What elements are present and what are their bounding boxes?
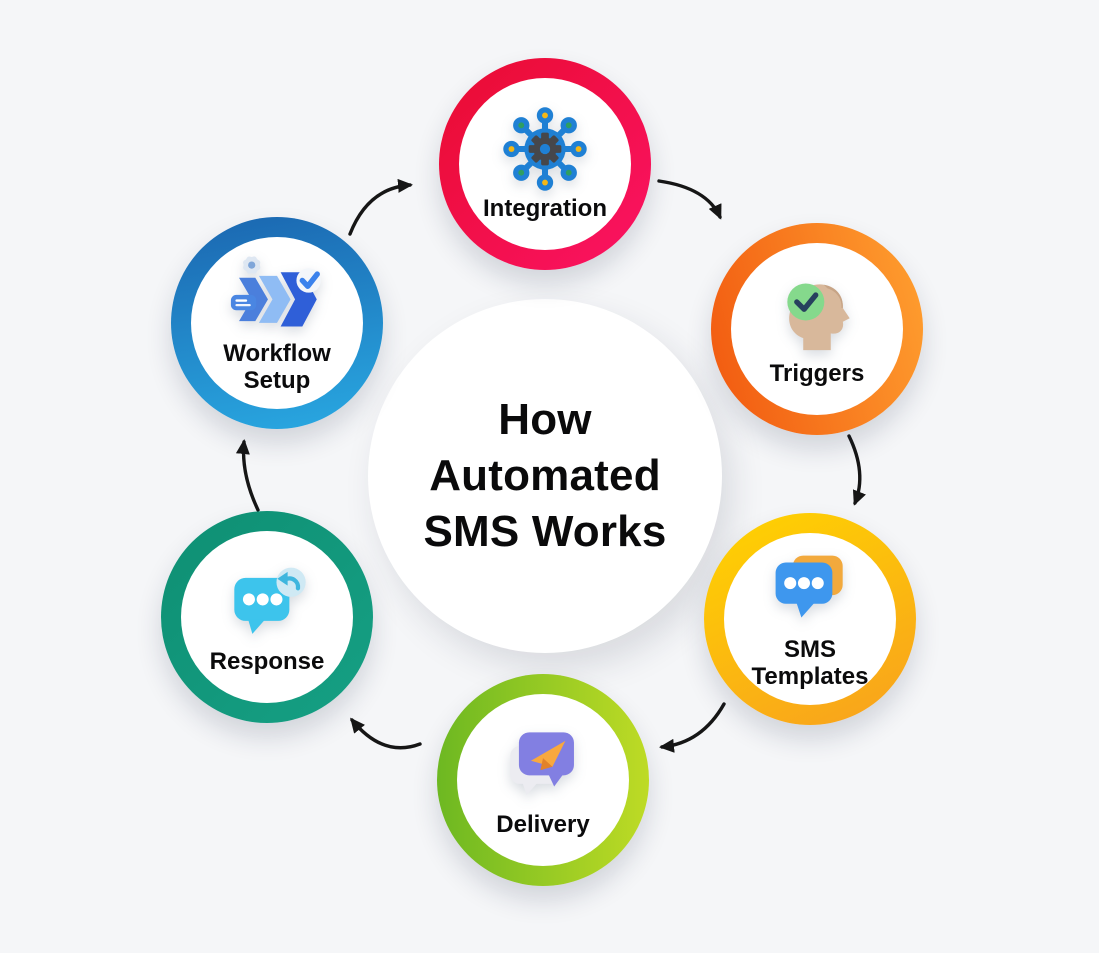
integration-hub-icon — [498, 106, 592, 192]
diagram-title: How Automated SMS Works — [423, 395, 667, 556]
delivery-send-bubble-icon — [496, 722, 590, 808]
arrow-delivery-to-response — [350, 717, 422, 750]
arrow-triggers-to-sms-templates — [847, 434, 866, 506]
step-workflow-setup: Workflow Setup — [171, 217, 383, 429]
arrow-integration-to-triggers — [657, 179, 722, 220]
arrow-sms-templates-to-delivery — [659, 702, 726, 753]
step-label: Integration — [483, 194, 607, 222]
arrow-workflow-to-integration — [348, 178, 413, 236]
sms-templates-bubbles-icon — [763, 547, 857, 633]
step-delivery: Delivery — [437, 674, 649, 886]
step-label: Delivery — [496, 810, 590, 838]
step-triggers: Triggers — [711, 223, 923, 435]
step-label: Triggers — [769, 359, 865, 387]
response-reply-bubble-icon — [220, 559, 314, 645]
trigger-head-check-icon — [770, 271, 864, 357]
step-label: SMS Templates — [751, 636, 869, 690]
step-sms-templates: SMS Templates — [704, 513, 916, 725]
step-label: Response — [209, 647, 325, 675]
arrow-response-to-workflow — [235, 439, 260, 512]
step-response: Response — [161, 511, 373, 723]
center-title-circle: How Automated SMS Works — [368, 299, 722, 653]
step-label: Workflow Setup — [223, 340, 331, 394]
step-integration: Integration — [439, 58, 651, 270]
workflow-setup-icon — [230, 251, 324, 337]
